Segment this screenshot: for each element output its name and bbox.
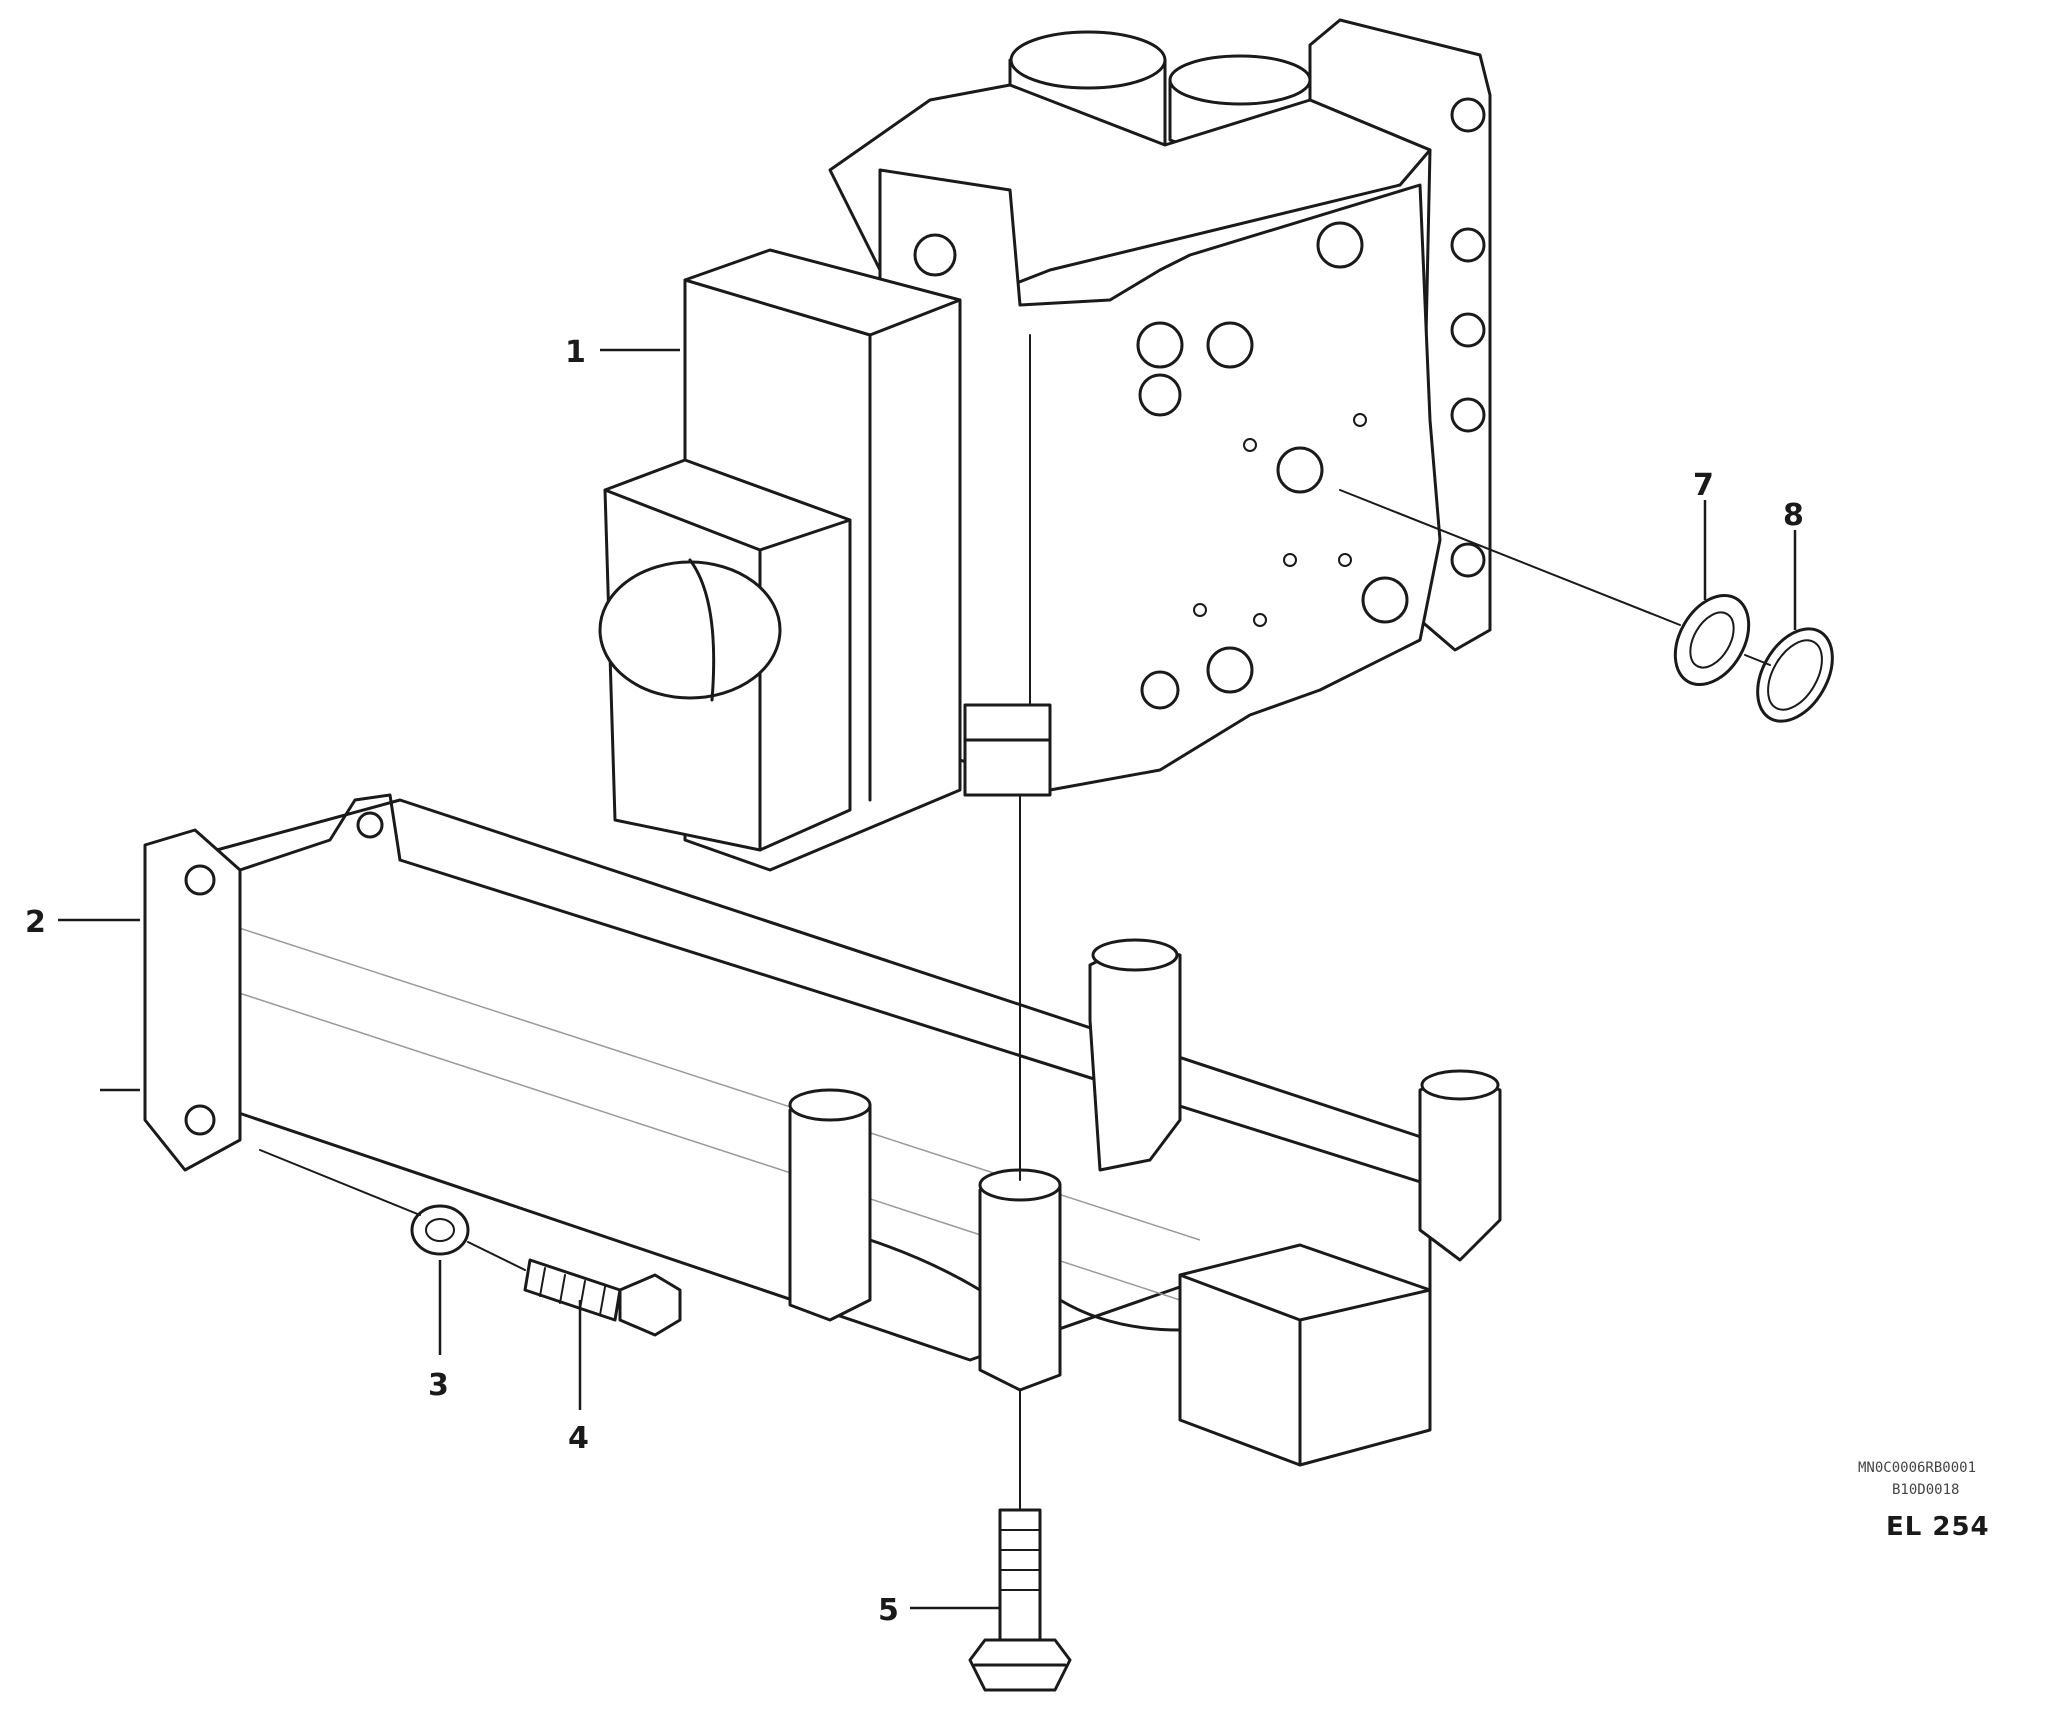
callout-1: 1 xyxy=(565,335,586,370)
bracket-frame-part-2 xyxy=(143,793,1502,1467)
reference-line-2: B10D0018 xyxy=(1892,1482,1959,1498)
reference-code: EL 254 xyxy=(1886,1512,1990,1542)
callout-8: 8 xyxy=(1783,498,1804,533)
callout-labels: 1 2 3 4 5 7 8 xyxy=(25,335,1804,1628)
callout-7: 7 xyxy=(1693,468,1714,503)
reference-line-1: MN0C0006RB0001 xyxy=(1858,1460,1976,1476)
reference-block: MN0C0006RB0001 B10D0018 EL 254 xyxy=(1858,1460,1990,1542)
callout-3: 3 xyxy=(428,1368,449,1403)
callout-5: 5 xyxy=(878,1593,899,1628)
callout-4: 4 xyxy=(568,1421,589,1456)
washer-part-3 xyxy=(410,1204,470,1256)
leader-lines xyxy=(58,348,1797,1610)
bolt-part-4 xyxy=(523,1258,682,1337)
valve-block-part-1 xyxy=(598,18,1492,872)
assembly-lines xyxy=(259,489,1771,1511)
o-ring-part-7 xyxy=(1673,593,1751,687)
bolt-part-5 xyxy=(968,1508,1072,1692)
o-ring-part-8 xyxy=(1756,627,1834,723)
callout-2: 2 xyxy=(25,905,46,940)
